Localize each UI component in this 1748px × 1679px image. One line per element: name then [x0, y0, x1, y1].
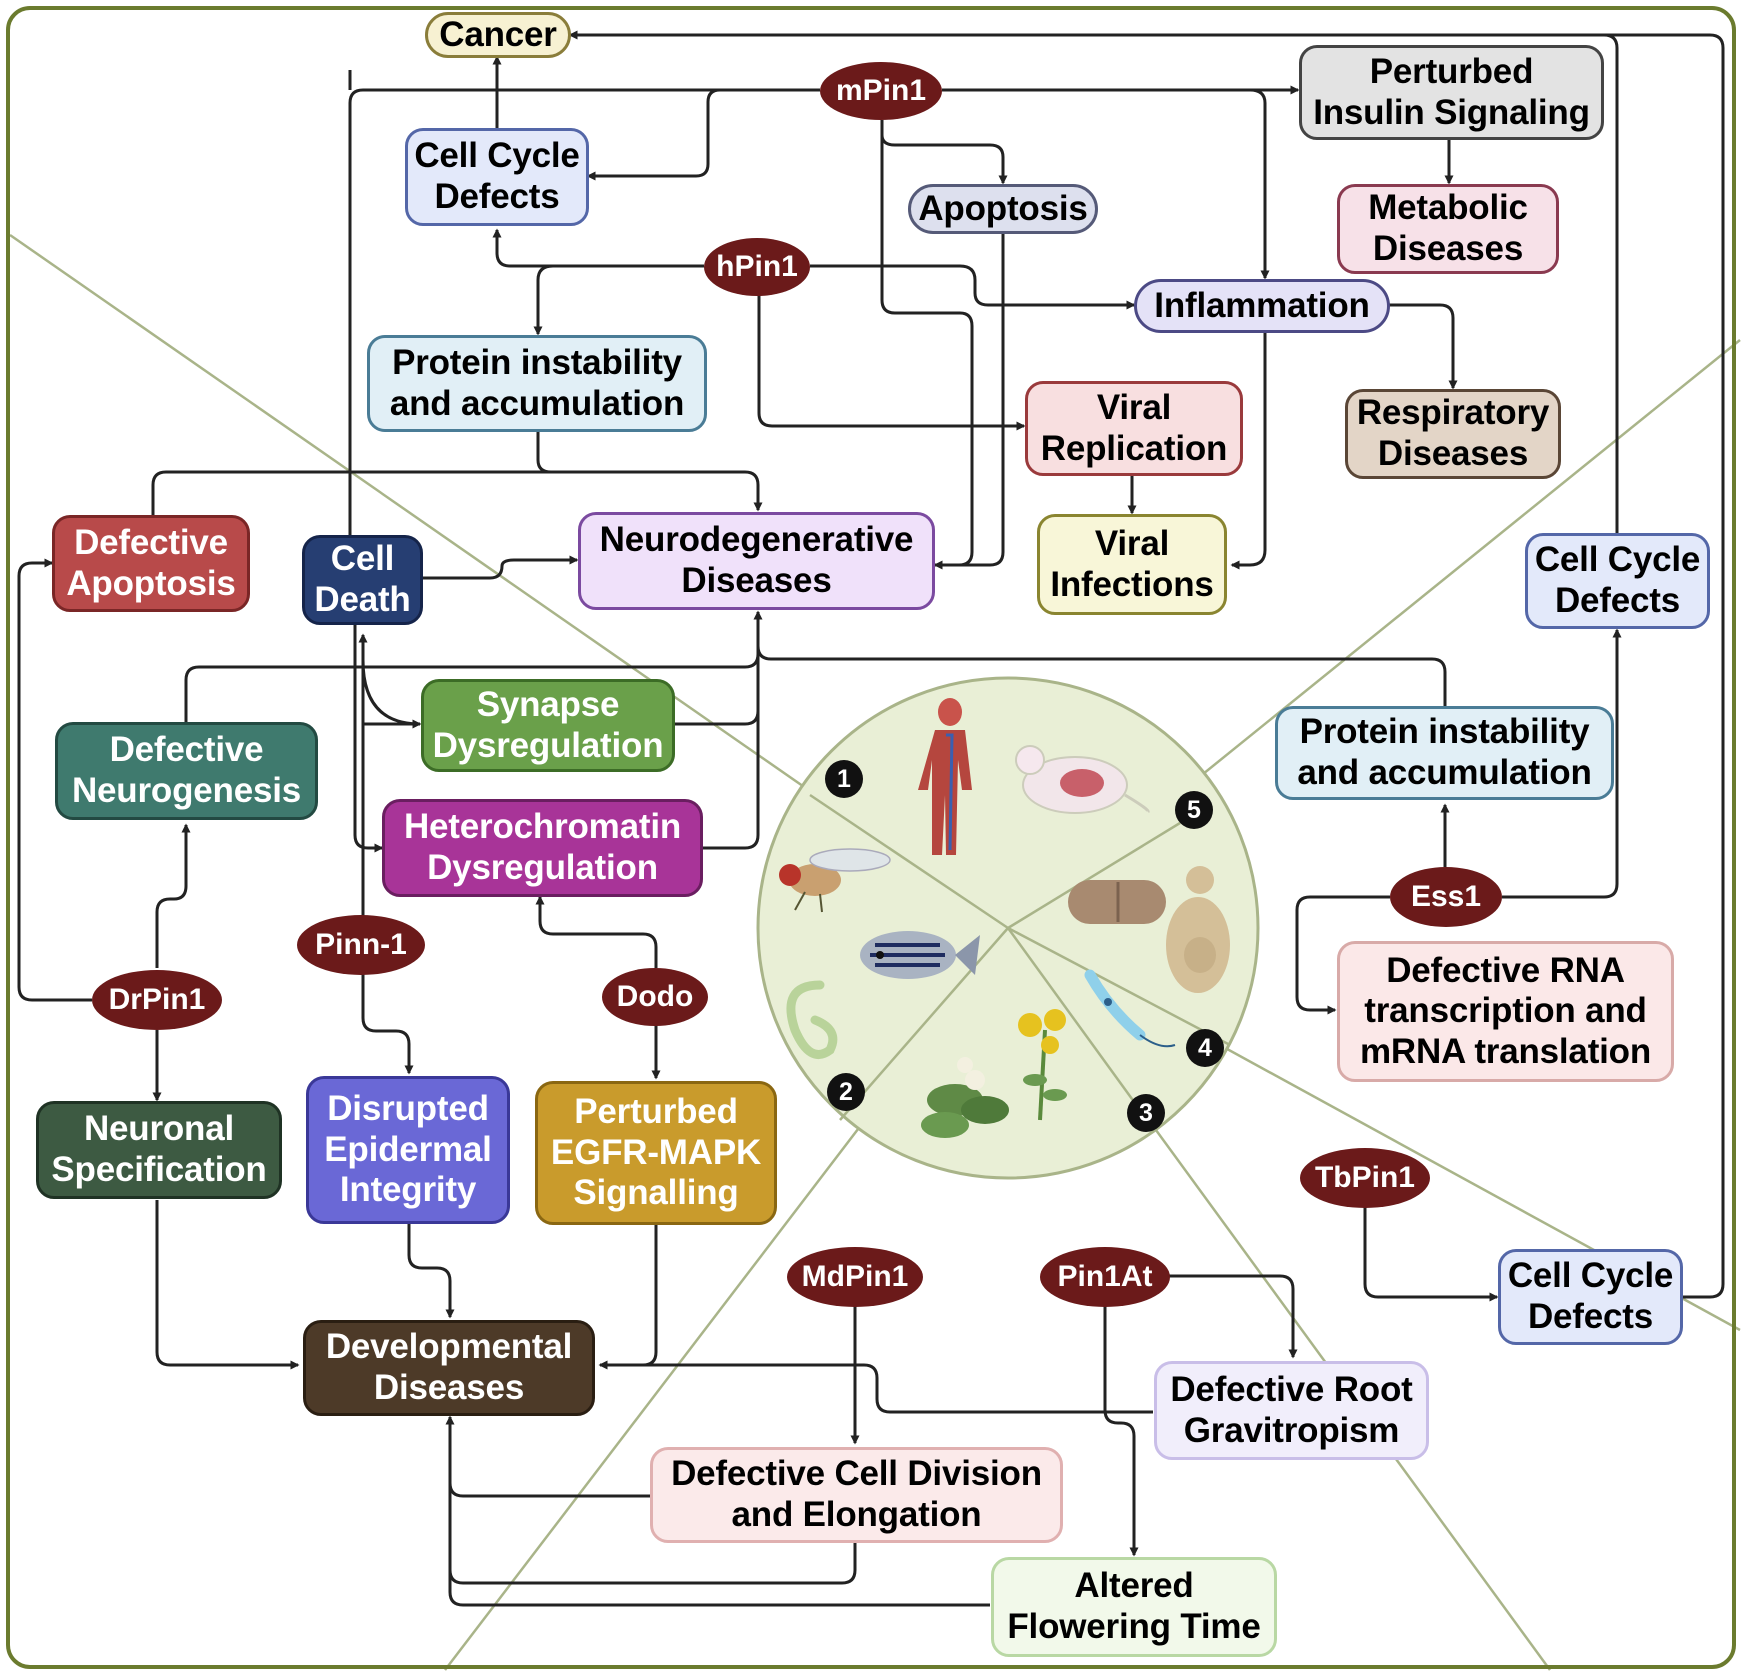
flowering-plant-icon [1018, 1009, 1067, 1121]
cell-cycle-defects-right-box: Cell Cycle Defects [1525, 533, 1710, 629]
node-ess1: Ess1 [1390, 867, 1502, 927]
trypanosome-icon [1084, 969, 1176, 1048]
sector-number-2: 2 [827, 1073, 865, 1111]
node-pinn-1: Pinn-1 [297, 915, 425, 975]
defective-rna-box: Defective RNA transcription and mRNA tra… [1337, 941, 1674, 1082]
node-tbpin1: TbPin1 [1300, 1148, 1430, 1208]
neuronal-specification-box: Neuronal Specification [36, 1101, 282, 1199]
zebrafish-icon [860, 931, 980, 979]
connectors [17, 30, 1725, 1607]
cell-cycle-defects-bottom-box: Cell Cycle Defects [1498, 1249, 1683, 1345]
metabolic-diseases-box: Metabolic Diseases [1337, 184, 1559, 274]
cancer-box: Cancer [425, 12, 571, 58]
yeast-cell-icon [1068, 880, 1166, 924]
cell-death-box: Cell Death [302, 535, 423, 625]
nematode-icon [786, 980, 838, 1059]
defective-cell-division-box: Defective Cell Division and Elongation [650, 1447, 1063, 1543]
node-mdpin1: MdPin1 [787, 1247, 923, 1307]
apoptosis-box: Apoptosis [908, 184, 1098, 234]
defective-root-gravitropism-box: Defective Root Gravitropism [1154, 1361, 1429, 1460]
viral-infections-box: Viral Infections [1037, 514, 1227, 615]
neurodegenerative-diseases-box: Neurodegenerative Diseases [578, 512, 935, 610]
sector-number-1: 1 [825, 760, 863, 798]
developmental-diseases-box: Developmental Diseases [303, 1320, 595, 1416]
altered-flowering-time-box: Altered Flowering Time [991, 1557, 1277, 1657]
viral-replication-box: Viral Replication [1025, 381, 1243, 476]
cell-cycle-defects-top-box: Cell Cycle Defects [405, 128, 589, 226]
budding-yeast-icon [1166, 866, 1230, 993]
node-drpin1: DrPin1 [92, 970, 222, 1030]
mouse-organs-icon [1015, 745, 1150, 814]
defective-neurogenesis-box: Defective Neurogenesis [55, 722, 318, 820]
arabidopsis-plant-icon [921, 1057, 1009, 1138]
perturbed-egfr-mapk-box: Perturbed EGFR-MAPK Signalling [535, 1081, 777, 1225]
node-dodo: Dodo [602, 968, 708, 1026]
heterochromatin-dysregulation-box: Heterochromatin Dysregulation [382, 799, 703, 897]
protein-instability-right-box: Protein instability and accumulation [1275, 706, 1614, 800]
defective-apoptosis-box: Defective Apoptosis [52, 515, 250, 612]
respiratory-diseases-box: Respiratory Diseases [1345, 389, 1561, 479]
synapse-dysregulation-box: Synapse Dysregulation [421, 679, 675, 772]
disrupted-epidermal-integrity-box: Disrupted Epidermal Integrity [306, 1076, 510, 1224]
protein-instability-left-box: Protein instability and accumulation [367, 335, 707, 432]
fruit-fly-icon [779, 848, 891, 913]
sector-number-3: 3 [1127, 1094, 1165, 1132]
inflammation-box: Inflammation [1134, 279, 1390, 333]
figure-frame [6, 6, 1736, 1669]
node-mpin1: mPin1 [820, 62, 942, 120]
node-hpin1: hPin1 [704, 238, 810, 296]
sector-number-5: 5 [1175, 791, 1213, 829]
sector-number-4: 4 [1186, 1029, 1224, 1067]
human-body-icon [918, 698, 972, 855]
node-pin1at: Pin1At [1040, 1247, 1170, 1307]
perturbed-insulin-box: Perturbed Insulin Signaling [1299, 45, 1604, 140]
